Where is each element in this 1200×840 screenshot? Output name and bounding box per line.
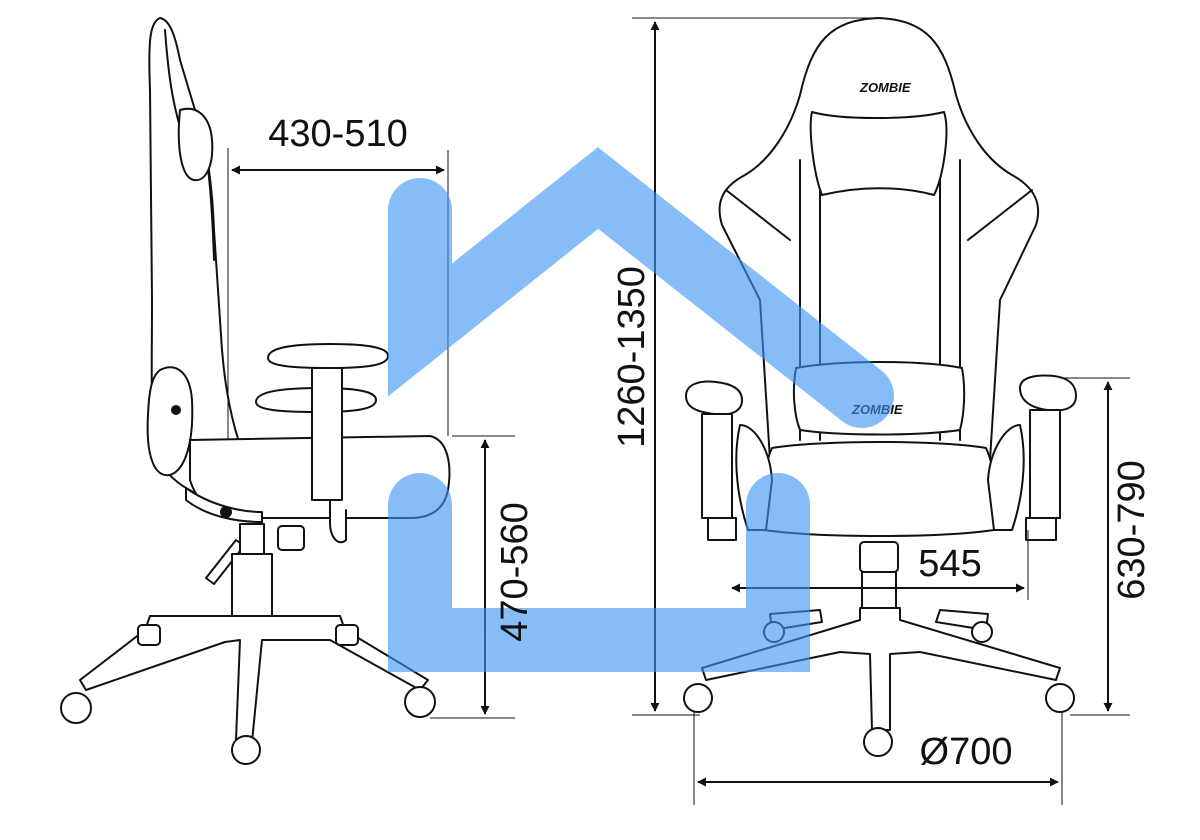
headrest-logo: ZOMBIE (859, 80, 911, 95)
front-gas-lift-top (859, 541, 899, 573)
side-base (79, 615, 429, 743)
front-seat-wing-right (987, 424, 1025, 531)
front-armrest-foot-left (707, 517, 737, 541)
base-diameter-label: Ø700 (920, 731, 1013, 773)
front-armrest-post-right (1029, 409, 1061, 519)
armrest-height-label: 630-790 (1111, 460, 1153, 599)
side-headpillow (177, 107, 214, 182)
side-seat-frame (185, 487, 263, 523)
front-gas-lift (861, 571, 897, 609)
front-caster-right (1045, 683, 1075, 713)
front-armrest-pad-left (685, 380, 743, 416)
side-caster-mount-left (137, 624, 161, 646)
side-tilt-knob (277, 525, 305, 551)
side-caster-mount-right (335, 624, 359, 646)
side-knob (171, 405, 181, 415)
seat-height-label: 470-560 (494, 502, 536, 641)
side-caster-2 (404, 686, 436, 718)
front-caster-center (863, 727, 893, 757)
seat-depth-label: 430-510 (268, 113, 407, 155)
front-caster-back-right (971, 621, 993, 643)
side-armrest-lever (329, 499, 347, 544)
side-lumbar-pillow (146, 366, 194, 477)
seat-width-label: 545 (918, 543, 981, 585)
front-caster-left (683, 683, 713, 713)
side-armrest-pad-upper (267, 343, 389, 369)
side-gas-lift (231, 553, 273, 625)
side-gas-lift-top (239, 523, 265, 555)
front-armrest-foot-right (1025, 517, 1057, 541)
side-caster-1 (60, 692, 92, 724)
front-armrest-pad-right (1019, 374, 1077, 412)
front-armrest-post-left (701, 413, 733, 519)
side-caster-3 (231, 735, 261, 765)
front-backrest-inner (725, 119, 1033, 441)
side-armrest-post (311, 367, 343, 501)
front-headpillow (809, 111, 948, 196)
dimension-lines (227, 17, 1130, 805)
side-view-chair (60, 17, 451, 765)
side-bolt (220, 506, 232, 518)
total-height-label: 1260-1350 (611, 266, 653, 448)
house-icon (388, 147, 894, 672)
